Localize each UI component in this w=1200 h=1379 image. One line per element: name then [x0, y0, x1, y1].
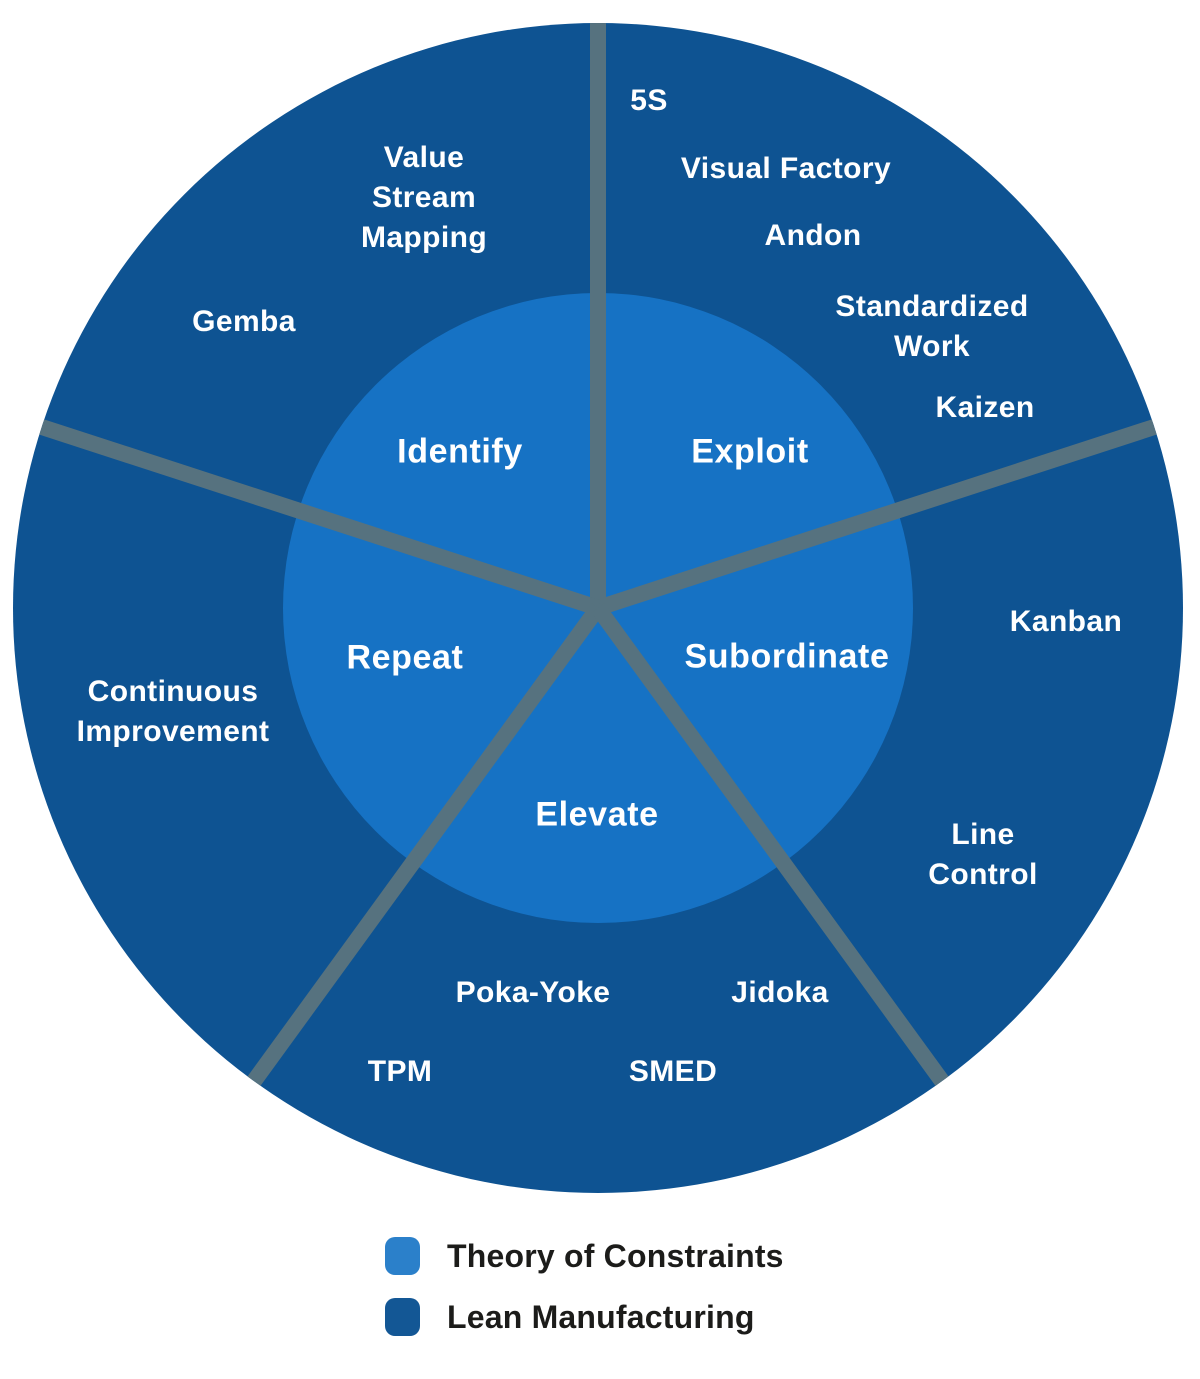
divider-line-lower-right: [591, 603, 970, 1115]
step-label-identify: Identify: [397, 432, 523, 471]
tool-label-smed: SMED: [628, 1055, 718, 1089]
tool-label-kaizen: Kaizen: [935, 391, 1035, 425]
divider-line-left: [13, 408, 601, 616]
step-label-repeat: Repeat: [346, 638, 464, 677]
legend-label-theory-of-constraints: Theory of Constraints: [447, 1237, 784, 1274]
legend-item-lean-manufacturing: Lean Manufacturing: [385, 1298, 784, 1336]
legend-swatch-lean-manufacturing-icon: [385, 1298, 420, 1336]
step-label-exploit: Exploit: [691, 432, 809, 471]
tool-label-line-control: Line Control: [928, 818, 1038, 891]
legend-swatch-theory-of-constraints-icon: [385, 1237, 420, 1275]
tool-label-visual-factory: Visual Factory: [680, 152, 892, 186]
tool-label-andon: Andon: [764, 219, 862, 253]
tool-label-poka-yoke: Poka-Yoke: [455, 976, 611, 1010]
divider-line-lower-left: [226, 603, 605, 1115]
tool-label-tpm: TPM: [367, 1055, 433, 1089]
legend-label-lean-manufacturing: Lean Manufacturing: [447, 1298, 755, 1335]
step-label-elevate: Elevate: [535, 795, 659, 834]
tool-label-gemba: Gemba: [192, 305, 296, 339]
tool-label-value-stream-mapping: Value Stream Mapping: [360, 141, 488, 254]
legend: Theory of Constraints Lean Manufacturing: [385, 1237, 784, 1359]
tool-label-kanban: Kanban: [1009, 605, 1123, 639]
tool-label-continuous-improvement: Continuous Improvement: [76, 675, 270, 748]
legend-item-theory-of-constraints: Theory of Constraints: [385, 1237, 784, 1275]
divider-line-right: [595, 408, 1183, 616]
tool-label-jidoka: Jidoka: [731, 976, 829, 1010]
segment-dividers: [13, 23, 1183, 1115]
step-label-subordinate: Subordinate: [684, 637, 890, 676]
tool-label-standardized-work: Standardized Work: [835, 290, 1029, 363]
tool-label-5s: 5S: [630, 84, 668, 118]
